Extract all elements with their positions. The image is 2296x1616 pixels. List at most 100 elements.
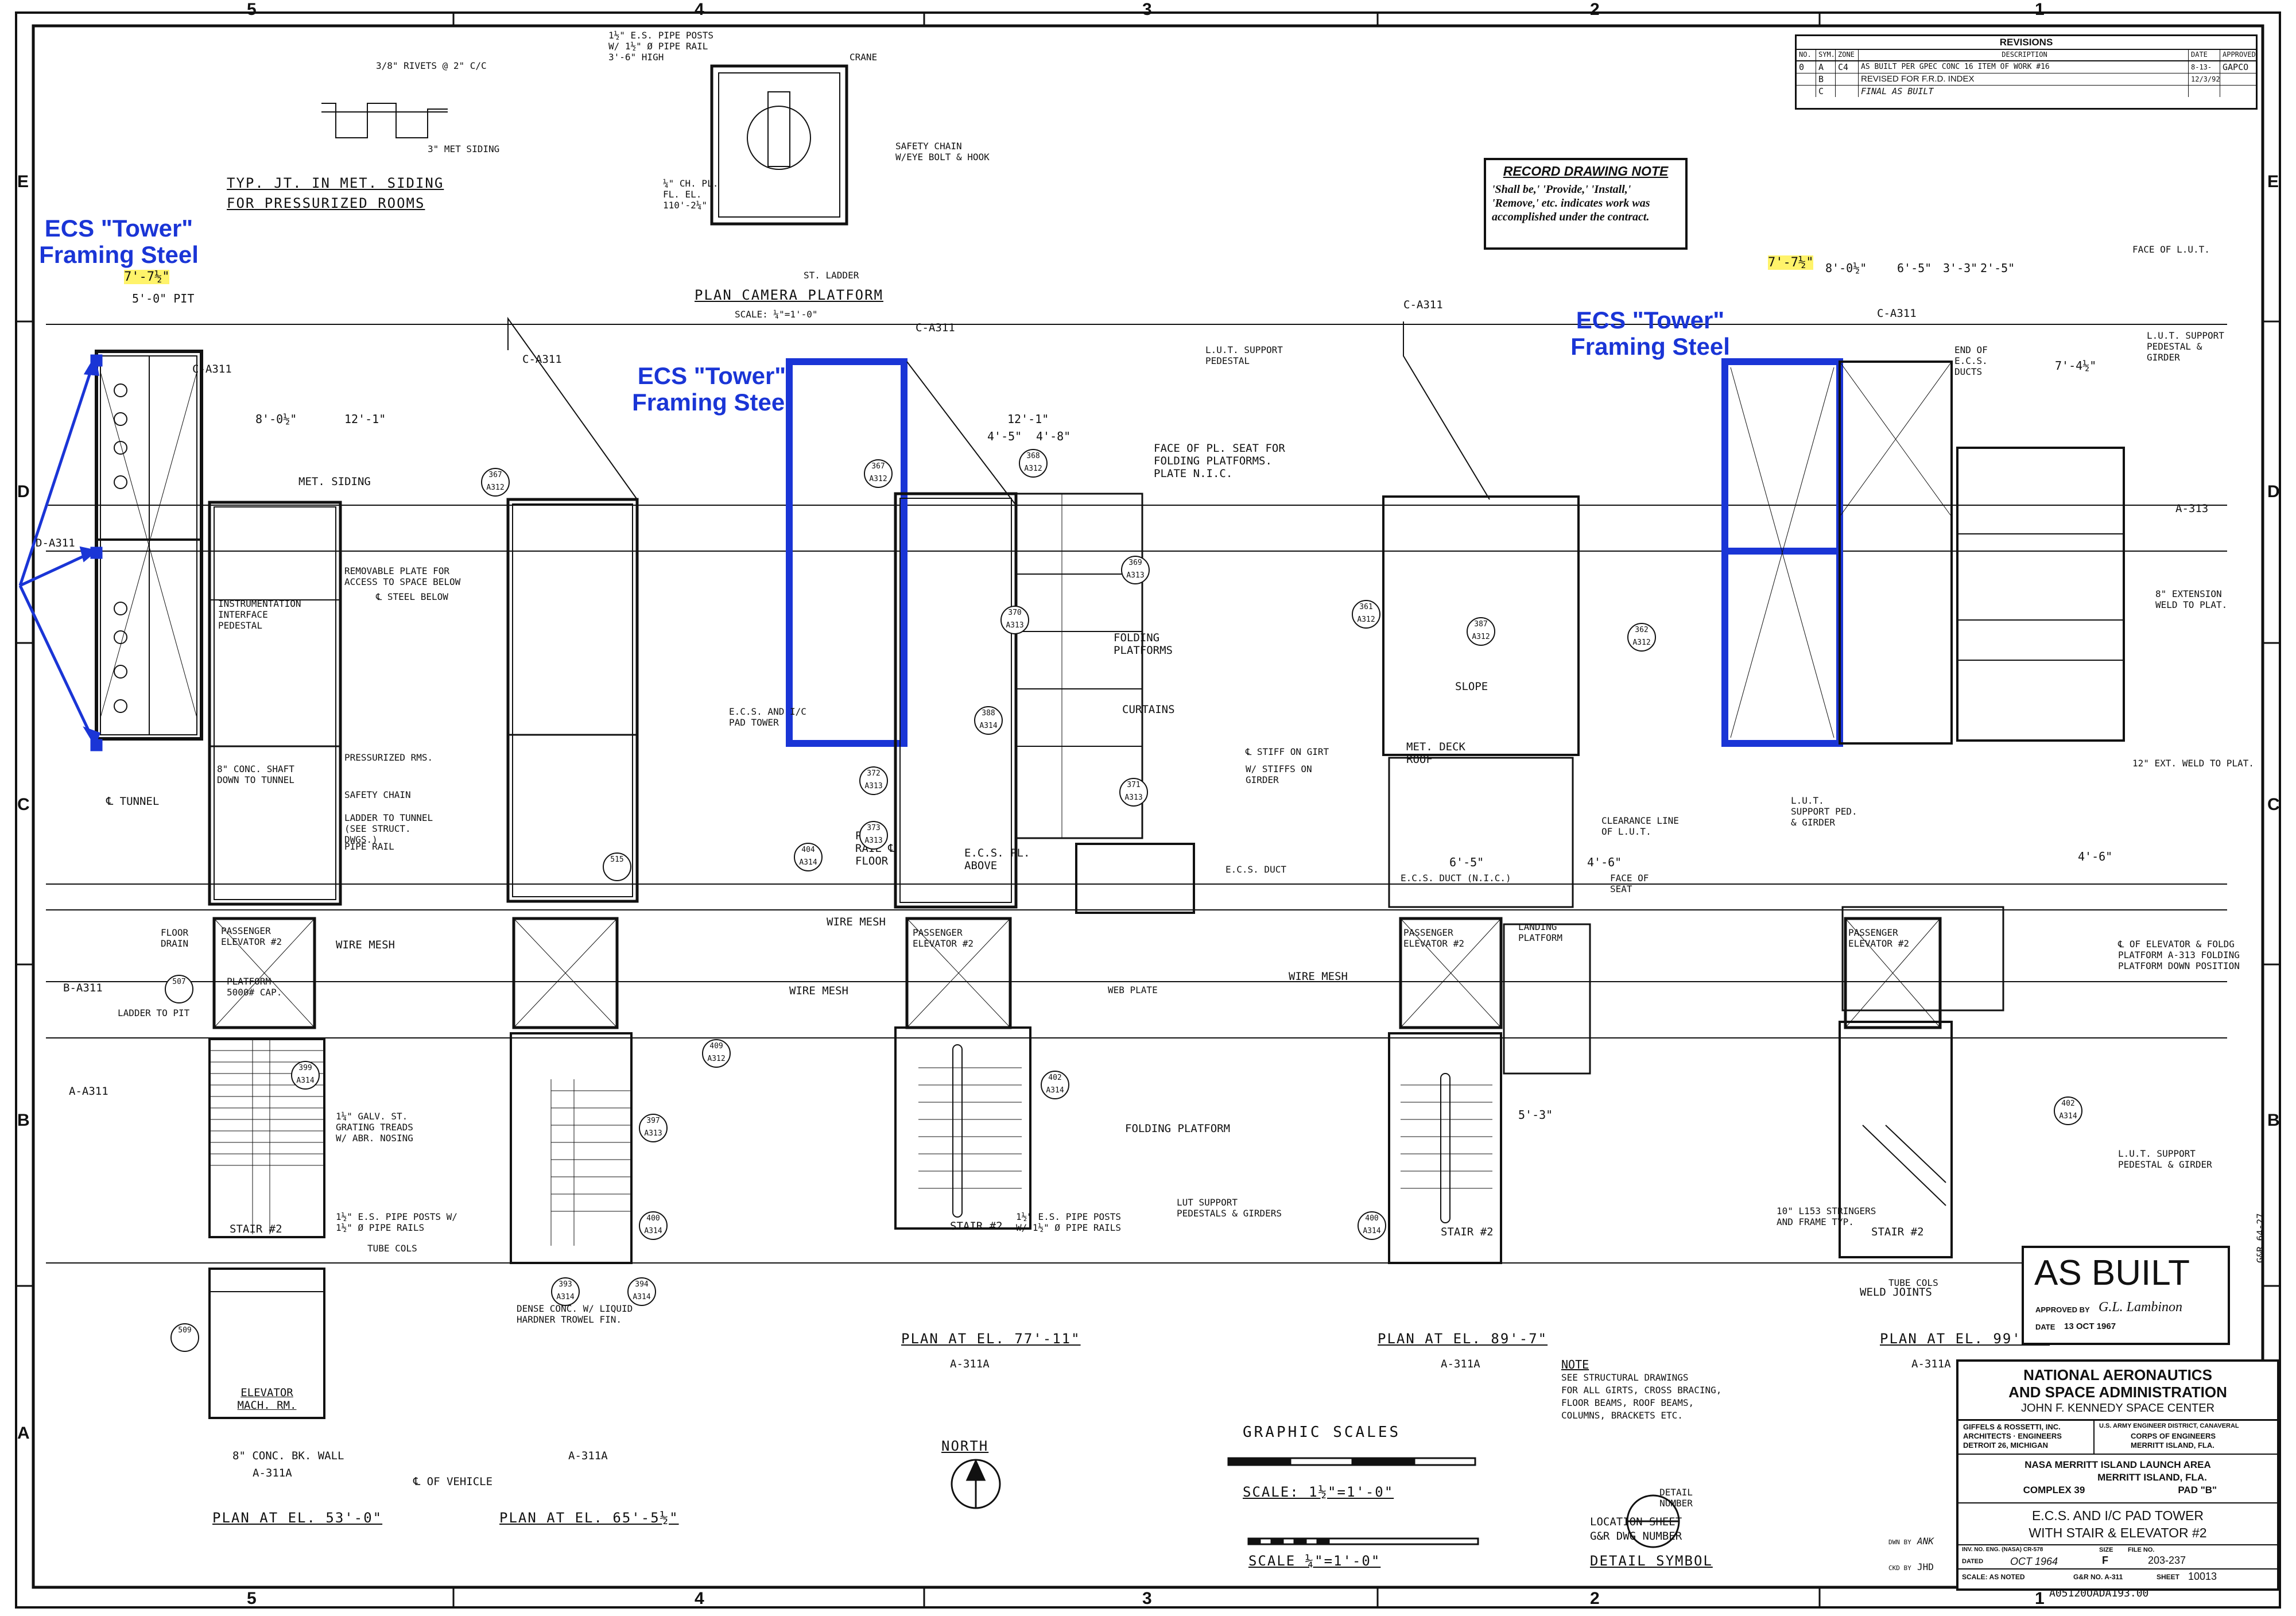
zone-left-D: D xyxy=(17,482,30,501)
camera-floor-label: ¼" CH. PL. FL. EL. 110'-2¼" xyxy=(663,178,719,211)
army-line-2: CORPS OF ENGINEERS xyxy=(2131,1432,2216,1440)
rev-cell xyxy=(2220,86,2256,97)
passenger-elevator-label-99: PASSENGER ELEVATOR #2 xyxy=(1848,927,1909,949)
zone-left-A: A xyxy=(17,1424,30,1443)
sheet-label: SHEET xyxy=(2157,1573,2180,1581)
as-built-stamp: AS BUILT APPROVED BY G.L. Lambinon DATE … xyxy=(2022,1246,2230,1345)
tunnel-label: ℄ TUNNEL xyxy=(106,795,160,808)
drawn-by-value: ANK xyxy=(1917,1536,1934,1547)
zone-left-C: C xyxy=(17,795,30,814)
steel-below-label: ℄ STEEL BELOW xyxy=(376,591,448,602)
slope-label: SLOPE xyxy=(1455,680,1488,693)
plan-title-el-53: PLAN AT EL. 53'-0" xyxy=(212,1510,383,1526)
ecs-duct-nic-label: E.C.S. DUCT (N.I.C.) xyxy=(1401,873,1511,883)
dense-conc-label: DENSE CONC. W/ LIQUID HARDNER TROWEL FIN… xyxy=(517,1303,633,1325)
lut-support-girders-label: LUT SUPPORT PEDESTALS & GIRDERS xyxy=(1177,1197,1282,1219)
tb-divider xyxy=(1958,1568,2277,1570)
face-of-seat-label: FACE OF PL. SEAT FOR FOLDING PLATFORMS. … xyxy=(1154,442,1285,480)
zone-right-D: D xyxy=(2267,482,2280,501)
rev-cell: 8-13-68 xyxy=(2189,61,2220,73)
revisions-title: REVISIONS xyxy=(1797,36,2256,50)
rev-cell: C4 xyxy=(1836,61,1859,73)
removable-plate-label: REMOVABLE PLATE FOR ACCESS TO SPACE BELO… xyxy=(344,565,461,587)
instrumentation-pedestal-label: INSTRUMENTATION INTERFACE PEDESTAL xyxy=(218,598,301,631)
title-block: NATIONAL AERONAUTICS AND SPACE ADMINISTR… xyxy=(1956,1359,2279,1591)
web-plate-label: WEB PLATE xyxy=(1108,985,1158,995)
architect-line-1: GIFFELS & ROSSETTI, INC. xyxy=(1963,1423,2061,1431)
elevator-mach-room-label: ELEVATOR MACH. RM. xyxy=(237,1386,297,1412)
dim-2-5: 2'-5" xyxy=(1980,261,2015,275)
zone-bottom-1: 1 xyxy=(2035,1589,2045,1608)
inv-no-label: INV. NO. ENG. (NASA) CR-578 xyxy=(1962,1547,2043,1553)
rev-cell: 0 xyxy=(1797,61,1816,73)
stair-2-label-77: STAIR #2 xyxy=(950,1220,1003,1233)
tb-divider xyxy=(2093,1419,2095,1454)
zone-top-3: 3 xyxy=(1142,0,1152,19)
rev-col-sym: SYM. xyxy=(1816,49,1836,60)
sheet-value: 10013 xyxy=(2188,1571,2217,1582)
ladder-to-tunnel-label: LADDER TO TUNNEL (SEE STRUCT. DWGS.) xyxy=(344,812,433,845)
note-line: FOR ALL GIRTS, CROSS BRACING, xyxy=(1561,1385,1722,1396)
graphic-scale-1: SCALE: 1½"=1'-0" xyxy=(1243,1484,1394,1500)
as-built-date: 13 OCT 1967 xyxy=(2064,1322,2116,1331)
location-sheet-label: LOCATION SHEET xyxy=(1590,1516,1682,1528)
size-value: F xyxy=(2102,1555,2108,1566)
rev-col-date: DATE xyxy=(2189,49,2220,60)
rev-cell xyxy=(1797,73,1816,85)
rev-cell xyxy=(2220,73,2256,85)
ecs-pointer-arrows xyxy=(18,354,103,751)
rev-cell: AS BUILT PER GPEC CONC 16 ITEM OF WORK #… xyxy=(1859,61,2189,73)
approved-by-label: APPROVED BY xyxy=(2035,1305,2090,1314)
wire-mesh-label-89: WIRE MESH xyxy=(1289,970,1348,983)
note-title: NOTE xyxy=(1561,1358,1589,1371)
passenger-elevator-label: PASSENGER ELEVATOR #2 xyxy=(221,925,282,947)
grating-treads-label: 1¼" GALV. ST. GRATING TREADS W/ ABR. NOS… xyxy=(336,1111,413,1144)
ext-weld-to-plat-label: 12" EXT. WELD TO PLAT. xyxy=(2132,758,2254,769)
record-drawing-note: RECORD DRAWING NOTE 'Shall be,' 'Provide… xyxy=(1484,158,1688,250)
revision-row: B REVISED FOR F.R.D. INDEX 12/3/92 xyxy=(1797,73,2256,86)
tb-divider xyxy=(1958,1544,2277,1545)
zone-bottom-5: 5 xyxy=(247,1589,257,1608)
plan-el-99 xyxy=(1721,358,2125,1258)
revisions-column-headers: NO. SYM. ZONE DESCRIPTION DATE APPROVED xyxy=(1797,49,2256,61)
dated-label: DATED xyxy=(1962,1558,1984,1565)
detail-ref-515: 515 xyxy=(603,852,631,881)
ecs-tower-annotation-right: ECS "Tower" Framing Steel xyxy=(1570,307,1730,360)
ecs-tower-annotation-left: ECS "Tower" Framing Steel xyxy=(39,215,199,268)
weld-joints-label: WELD JOINTS xyxy=(1860,1286,1932,1299)
stair-2-label-89: STAIR #2 xyxy=(1441,1226,1494,1238)
as-built-text: AS BUILT xyxy=(2034,1253,2190,1293)
dim-12-1: 12'-1" xyxy=(344,412,386,426)
typ-joint-detail xyxy=(321,103,448,138)
graphic-scale-2: SCALE ¼"=1'-0" xyxy=(1248,1553,1381,1569)
section-marker-c-89: C-A311 xyxy=(1403,299,1443,311)
gr-dwg-number-label: G&R DWG NUMBER xyxy=(1590,1530,1682,1543)
ecs-duct-label: E.C.S. DUCT xyxy=(1225,864,1286,875)
stringers-label: 10" L153 STRINGERS AND FRAME TYP. xyxy=(1777,1206,1876,1227)
zone-right-E: E xyxy=(2267,172,2279,191)
detail-symbol-title: DETAIL SYMBOL xyxy=(1590,1553,1713,1569)
section-marker-c-99: C-A311 xyxy=(1877,307,1917,320)
dim-4-6-99: 4'-6" xyxy=(2078,850,2113,863)
wire-mesh-label-2: WIRE MESH xyxy=(827,916,886,928)
rev-cell: REVISED FOR F.R.D. INDEX xyxy=(1859,73,2189,85)
zone-top-5: 5 xyxy=(247,0,257,19)
dim-4-8: 4'-8" xyxy=(1036,429,1071,443)
detail-number-label: DETAIL NUMBER xyxy=(1659,1487,1693,1509)
cl-vehicle-label: ℄ OF VEHICLE xyxy=(413,1475,493,1488)
plan-title-el-65: PLAN AT EL. 65'-5½" xyxy=(499,1510,679,1526)
